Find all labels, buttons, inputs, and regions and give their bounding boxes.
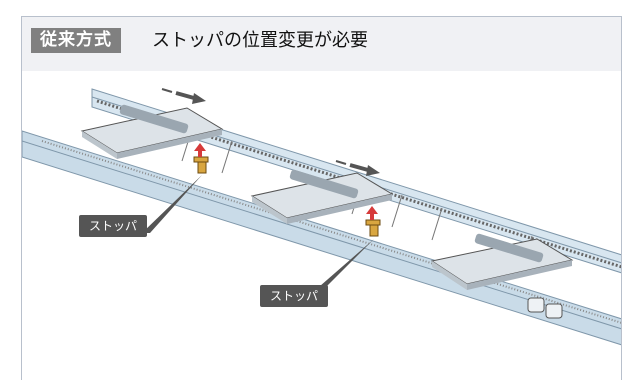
stopper-callout-1: ストッパ [79, 215, 148, 237]
conveyor-diagram [22, 88, 621, 346]
move-arrow-2 [335, 160, 380, 176]
stopper-2 [365, 206, 381, 237]
stopper-callout-2: ストッパ [260, 285, 329, 307]
pallet-3 [430, 233, 574, 290]
method-tag: 従来方式 [31, 28, 121, 53]
move-arrow-1 [161, 88, 206, 104]
chain-lower [41, 140, 621, 324]
panel-header: 従来方式 ストッパの位置変更が必要 [22, 17, 621, 71]
stopper-1 [193, 143, 209, 174]
clamp [527, 297, 563, 319]
panel: 従来方式 ストッパの位置変更が必要 [21, 16, 622, 380]
pallet-2 [250, 169, 394, 224]
callout-pointer-1 [142, 175, 202, 233]
lower-rail [22, 130, 621, 346]
pallet-1 [80, 104, 224, 159]
callout-pointer-2 [312, 239, 374, 293]
panel-title: ストッパの位置変更が必要 [152, 30, 368, 51]
